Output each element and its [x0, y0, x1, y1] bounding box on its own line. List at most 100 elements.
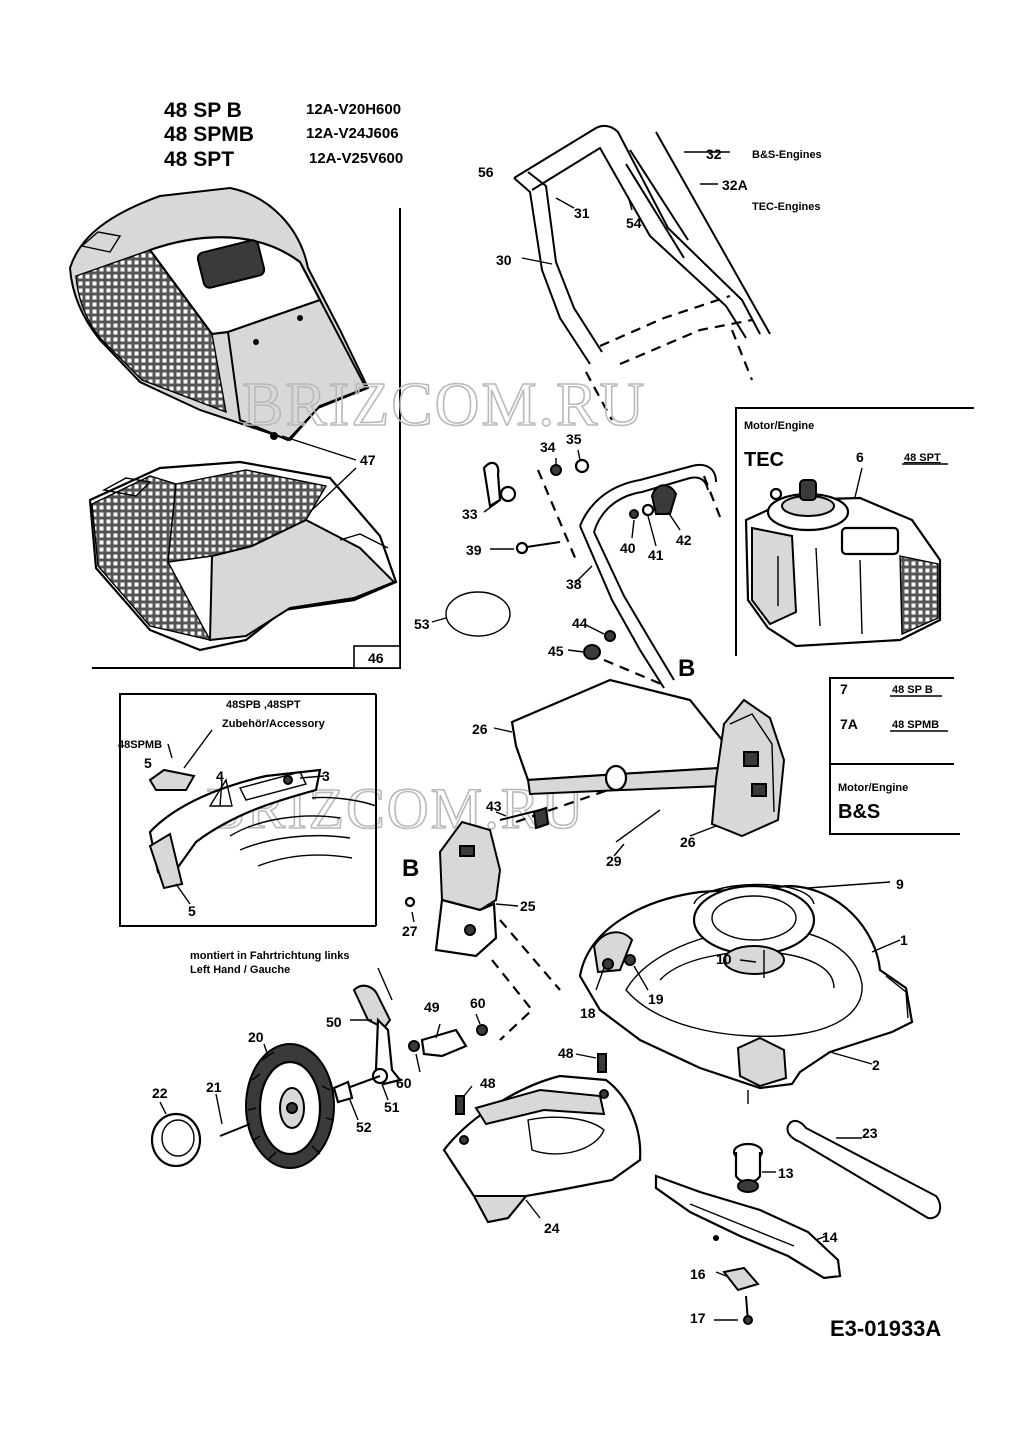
- callout-60-upper: 60: [470, 995, 486, 1011]
- callout-56: 56: [478, 164, 494, 180]
- callout-30: 30: [496, 252, 512, 268]
- model-name-3: 48 SPT: [164, 148, 234, 171]
- callout-32a: 32A: [722, 177, 748, 193]
- callout-31: 31: [574, 205, 590, 221]
- callout-45: 45: [548, 643, 564, 659]
- bs-engines-note: B&S-Engines: [752, 149, 822, 161]
- tec-engine-part: 6: [856, 449, 864, 465]
- bs-row2-part: 7A: [840, 716, 858, 732]
- callout-13: 13: [778, 1165, 794, 1181]
- callout-47: 47: [360, 452, 376, 468]
- model-code-2: 12A-V24J606: [306, 125, 399, 142]
- accessory-spmb-label: 48SPMB: [118, 739, 162, 751]
- grass-bag-number-box: [353, 645, 401, 669]
- callout-40: 40: [620, 540, 636, 556]
- callout-43: 43: [486, 798, 502, 814]
- rear-guard-drawing: [442, 1053, 642, 1224]
- model-name-1: 48 SP B: [164, 99, 242, 122]
- callout-33: 33: [462, 506, 478, 522]
- blade-assembly-drawing: [654, 1120, 942, 1325]
- callout-60-lower: 60: [396, 1075, 412, 1091]
- callout-26-lower: 26: [680, 834, 696, 850]
- grass-bag-top-drawing: [68, 186, 370, 442]
- tec-engine-brand: TEC: [744, 449, 784, 471]
- callout-23: 23: [862, 1125, 878, 1141]
- bs-row2-model: 48 SPMB: [892, 719, 939, 731]
- accessory-label: Zubehör/Accessory: [222, 718, 326, 730]
- wheel-assembly-drawing: [150, 959, 534, 1169]
- callout-16: 16: [690, 1266, 706, 1282]
- tec-engine-model: 48 SPT: [904, 452, 941, 464]
- callout-51: 51: [384, 1099, 400, 1115]
- tec-engine-heading: Motor/Engine: [744, 420, 814, 432]
- rear-flap-drawing: [493, 678, 786, 838]
- callout-50: 50: [326, 1014, 342, 1030]
- callout-14: 14: [822, 1229, 838, 1245]
- callout-5-top: 5: [144, 755, 152, 771]
- callout-25: 25: [520, 898, 536, 914]
- mower-deck-drawing: [578, 881, 914, 1104]
- bs-engine-brand: B&S: [838, 801, 880, 823]
- grass-bag-section: 46: [68, 186, 401, 669]
- callout-32: 32: [706, 146, 722, 162]
- callout-9: 9: [896, 876, 904, 892]
- callout-20: 20: [248, 1029, 264, 1045]
- callout-22: 22: [152, 1085, 168, 1101]
- callout-27: 27: [402, 923, 418, 939]
- lower-handle-drawing: [431, 449, 724, 689]
- tec-engine-box: Motor/Engine TEC 6 48 SPT: [735, 407, 974, 656]
- callout-39: 39: [466, 542, 482, 558]
- callout-53: 53: [414, 616, 430, 632]
- bs-row1-part: 7: [840, 681, 848, 697]
- callout-5-bottom: 5: [188, 903, 196, 919]
- mount-note-line-1: montiert in Fahrtrichtung links: [190, 950, 350, 962]
- callout-3: 3: [322, 768, 330, 784]
- callout-b-upper: B: [678, 655, 695, 682]
- callout-49: 49: [424, 999, 440, 1015]
- tec-engine-drawing: [744, 479, 942, 648]
- callout-19: 19: [648, 991, 664, 1007]
- model-name-2: 48 SPMB: [164, 123, 254, 146]
- callout-18: 18: [580, 1005, 596, 1021]
- callout-54: 54: [626, 215, 642, 231]
- callout-17: 17: [690, 1310, 706, 1326]
- callout-26-flap: 26: [472, 721, 488, 737]
- callout-21: 21: [206, 1079, 222, 1095]
- model-list: 48 SP B 12A-V20H600 48 SPMB 12A-V24J606 …: [164, 99, 403, 171]
- accessory-plug: [148, 768, 196, 791]
- bs-engine-box: 7 48 SP B 7A 48 SPMB Motor/Engine B&S: [829, 677, 960, 835]
- accessory-box: 48SPB ,48SPT Zubehör/Accessory 48SPMB: [118, 693, 377, 927]
- model-code-1: 12A-V20H600: [306, 101, 401, 118]
- callout-35: 35: [566, 431, 582, 447]
- callout-41: 41: [648, 547, 664, 563]
- callout-10: 10: [716, 951, 732, 967]
- callout-48-lower: 48: [480, 1075, 496, 1091]
- callout-42: 42: [676, 532, 692, 548]
- height-adjuster-drawing: [404, 820, 561, 991]
- leader-47-top: [281, 435, 357, 461]
- callout-52: 52: [356, 1119, 372, 1135]
- callout-29: 29: [606, 853, 622, 869]
- bs-row1-model: 48 SP B: [892, 684, 933, 696]
- model-code-3: 12A-V25V600: [309, 150, 403, 167]
- callout-44: 44: [572, 615, 588, 631]
- grass-bag-number: 46: [368, 650, 384, 666]
- callout-b-lower: B: [402, 855, 419, 882]
- mount-note-line-2: Left Hand / Gauche: [190, 964, 290, 976]
- callout-2: 2: [872, 1057, 880, 1073]
- callout-34: 34: [540, 439, 556, 455]
- leader-47-bottom: [311, 467, 357, 511]
- callout-24: 24: [544, 1220, 560, 1236]
- upper-handle-drawing: [513, 124, 771, 421]
- watermark-top: BRIZCOM.RU: [242, 371, 646, 439]
- callout-38: 38: [566, 576, 582, 592]
- callout-48-upper: 48: [558, 1045, 574, 1061]
- callout-1: 1: [900, 932, 908, 948]
- accessory-deflector: [148, 768, 322, 874]
- tec-engines-note: TEC-Engines: [752, 201, 820, 213]
- callout-4: 4: [216, 768, 224, 784]
- grass-bag-bottom-drawing: [88, 460, 398, 652]
- bs-engine-heading: Motor/Engine: [838, 782, 908, 794]
- accessory-models-line: 48SPB ,48SPT: [226, 699, 301, 711]
